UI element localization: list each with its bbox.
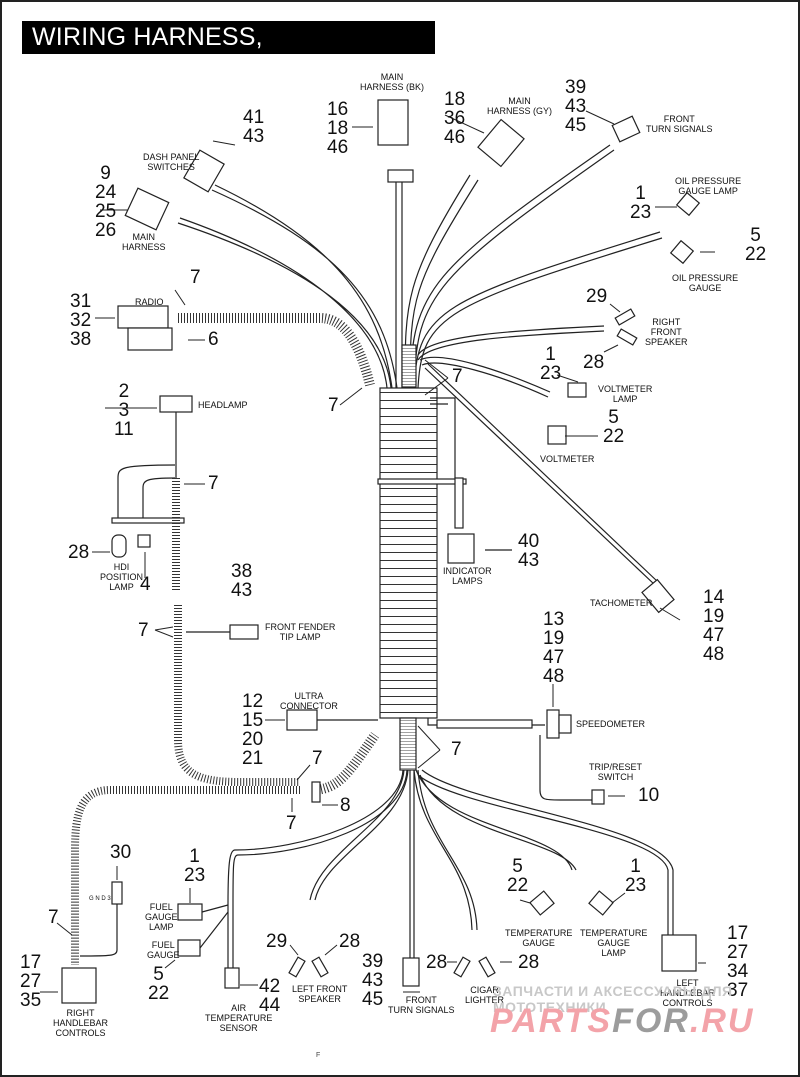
callout-fuel-gauge[interactable]: 5 22 bbox=[148, 964, 170, 1004]
callout-voltmeter-lamp[interactable]: 1 23 bbox=[540, 344, 562, 384]
label-front-turn-signals-bottom: FRONT TURN SIGNALS bbox=[388, 995, 455, 1015]
callout-temperature-gauge-lamp[interactable]: 1 23 bbox=[625, 856, 647, 896]
callout-trip-reset-switch[interactable]: 10 bbox=[638, 785, 660, 806]
footer-mark: F bbox=[316, 1052, 321, 1059]
label-voltmeter-lamp: VOLTMETER LAMP bbox=[598, 384, 653, 404]
callout-speedometer[interactable]: 13 19 47 48 bbox=[543, 609, 565, 687]
label-hdi-position-lamp: HDI POSITION LAMP bbox=[100, 562, 144, 592]
label-oil-pressure-gauge: OIL PRESSURE GAUGE bbox=[672, 273, 739, 293]
label-headlamp: HEADLAMP bbox=[198, 400, 248, 410]
label-main-harness-bk: MAIN HARNESS (BK) bbox=[360, 72, 425, 92]
label-tachometer: TACHOMETER bbox=[590, 598, 653, 608]
watermark-text: ЗАПЧАСТИ И АКСЕССУАРЫ ДЛЯ МОТОТЕХНИКИ bbox=[493, 983, 733, 1015]
callout-right-front-speaker-b[interactable]: 28 bbox=[583, 352, 605, 373]
callout-clip[interactable]: 7 bbox=[451, 739, 462, 760]
callout-front-turn-signals-bottom[interactable]: 39 43 45 bbox=[362, 951, 384, 1010]
label-front-fender-tip-lamp: FRONT FENDER TIP LAMP bbox=[265, 622, 336, 642]
callout-fuel-gauge-lamp[interactable]: 1 23 bbox=[184, 846, 206, 886]
label-fuel-gauge-lamp: FUEL GAUGE LAMP bbox=[145, 902, 178, 932]
callout-fastener[interactable]: 8 bbox=[340, 795, 351, 816]
branch-dash bbox=[211, 184, 398, 389]
label-trip-reset-switch: TRIP/RESET SWITCH bbox=[589, 762, 643, 782]
label-right-front-speaker: RIGHT FRONT SPEAKER bbox=[645, 317, 688, 347]
label-right-handlebar-controls: RIGHT HANDLEBAR CONTROLS bbox=[53, 1008, 109, 1038]
branch-tach bbox=[424, 363, 659, 586]
callout-tachometer[interactable]: 14 19 47 48 bbox=[703, 587, 725, 665]
callout-dash-panel-switches[interactable]: 41 43 bbox=[243, 107, 265, 147]
watermark-brand-parts: PARTS bbox=[490, 1002, 613, 1040]
label-fuel-gauge: FUEL GAUGE bbox=[147, 940, 180, 960]
callout-hdi-position-lamp[interactable]: 28 bbox=[68, 542, 90, 563]
label-gnd3: G N D 3 bbox=[89, 896, 111, 902]
callout-ultra-connector[interactable]: 12 15 20 21 bbox=[242, 691, 264, 769]
label-speedometer: SPEEDOMETER bbox=[576, 719, 646, 729]
callout-front-fender-tip-lamp[interactable]: 38 43 bbox=[231, 561, 253, 601]
callout-right-front-speaker-a[interactable]: 29 bbox=[586, 286, 608, 307]
branch-speaker bbox=[417, 325, 605, 361]
watermark-brand-for: FOR bbox=[612, 1002, 690, 1040]
callout-main-harness-gy[interactable]: 18 36 46 bbox=[444, 89, 466, 148]
callout-clip[interactable]: 7 bbox=[286, 813, 297, 834]
callout-voltmeter[interactable]: 5 22 bbox=[603, 407, 625, 447]
callout-indicator-lamps[interactable]: 40 43 bbox=[518, 531, 540, 571]
label-ultra-connector: ULTRA CONNECTOR bbox=[280, 691, 338, 711]
label-temperature-gauge: TEMPERATURE GAUGE bbox=[505, 928, 573, 948]
label-left-front-speaker: LEFT FRONT SPEAKER bbox=[292, 984, 348, 1004]
label-main-harness-gy: MAIN HARNESS (GY) bbox=[487, 96, 553, 116]
callout-right-handlebar-controls[interactable]: 17 27 35 bbox=[20, 952, 42, 1011]
label-dash-panel-switches: DASH PANEL SWITCHES bbox=[143, 152, 200, 172]
label-indicator-lamps: INDICATOR LAMPS bbox=[443, 566, 492, 586]
branch-main-bk bbox=[395, 180, 403, 388]
callout-main-harness[interactable]: 9 24 25 26 bbox=[95, 163, 117, 241]
callout-oil-pressure-gauge-lamp[interactable]: 1 23 bbox=[630, 183, 652, 223]
callout-cigar-lighter-b[interactable]: 28 bbox=[518, 952, 540, 973]
watermark-logo: PARTSFOR.RU bbox=[490, 1002, 754, 1041]
callout-cigar-lighter-a[interactable]: 28 bbox=[426, 952, 448, 973]
callout-clip[interactable]: 7 bbox=[312, 748, 323, 769]
page-title: WIRING HARNESS, INTERCONNECT bbox=[22, 21, 435, 84]
label-radio: RADIO bbox=[135, 297, 164, 307]
callout-radio[interactable]: 31 32 38 bbox=[70, 291, 92, 350]
label-front-turn-signals-top: FRONT TURN SIGNALS bbox=[646, 114, 713, 134]
callout-left-front-speaker-a[interactable]: 29 bbox=[266, 931, 288, 952]
callout-front-turn-signals-top[interactable]: 39 43 45 bbox=[565, 77, 587, 136]
callout-left-front-speaker-b[interactable]: 28 bbox=[339, 931, 361, 952]
callout-left-handlebar-controls[interactable]: 17 27 34 37 bbox=[727, 923, 749, 1001]
callout-main-harness-bk[interactable]: 16 18 46 bbox=[327, 99, 349, 158]
callout-grommet[interactable]: 6 bbox=[208, 329, 219, 350]
callout-clip[interactable]: 7 bbox=[138, 620, 149, 641]
callout-air-temperature-sensor[interactable]: 42 44 bbox=[259, 976, 281, 1016]
watermark-brand-ru: .RU bbox=[689, 1002, 755, 1040]
callout-oil-pressure-gauge[interactable]: 5 22 bbox=[745, 225, 767, 265]
callout-clip[interactable]: 7 bbox=[328, 395, 339, 416]
label-left-handlebar-controls: LEFT HANDLEBAR CONTROLS bbox=[660, 978, 716, 1008]
label-air-temperature-sensor: AIR TEMPERATURE SENSOR bbox=[205, 1003, 273, 1033]
callout-temperature-gauge[interactable]: 5 22 bbox=[507, 856, 529, 896]
label-temperature-gauge-lamp: TEMPERATURE GAUGE LAMP bbox=[580, 928, 648, 958]
label-oil-pressure-gauge-lamp: OIL PRESSURE GAUGE LAMP bbox=[675, 176, 742, 196]
branch-volt bbox=[419, 356, 551, 398]
callout-hdi-bracket[interactable]: 4 bbox=[140, 574, 151, 595]
callout-gnd3[interactable]: 30 bbox=[110, 842, 132, 863]
branch-main-harness bbox=[177, 217, 392, 389]
callout-headlamp[interactable]: 2 3 11 bbox=[114, 381, 134, 440]
branch-oil bbox=[413, 231, 663, 389]
label-voltmeter: VOLTMETER bbox=[540, 454, 595, 464]
callout-clip[interactable]: 7 bbox=[48, 907, 59, 928]
callout-clip[interactable]: 7 bbox=[208, 473, 219, 494]
label-main-harness: MAIN HARNESS bbox=[122, 232, 166, 252]
main-trunk-harness bbox=[379, 387, 438, 719]
label-cigar-lighter: CIGAR LIGHTER bbox=[465, 985, 505, 1005]
callout-clip[interactable]: 7 bbox=[452, 366, 463, 387]
callout-clip[interactable]: 7 bbox=[190, 267, 201, 288]
